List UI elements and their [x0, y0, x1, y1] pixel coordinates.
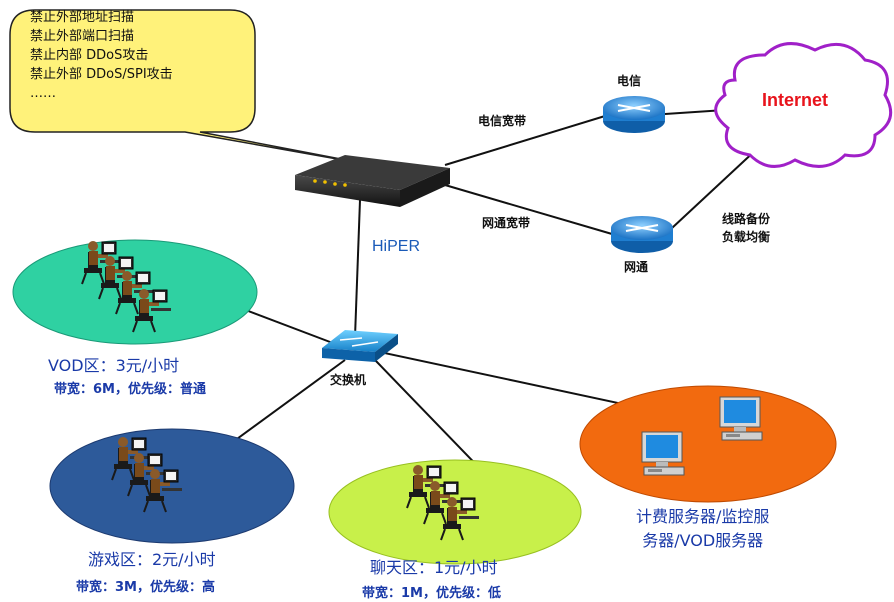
- balance-label: 线路备份 负载均衡: [722, 210, 770, 246]
- vod-zone-title: VOD区：3元/小时: [48, 356, 180, 375]
- callout-line: 禁止外部端口扫描: [30, 29, 135, 44]
- link-hiper-telecom: [444, 115, 606, 166]
- balance-line: 负载均衡: [722, 230, 771, 244]
- hiper-router-icon: [295, 155, 450, 207]
- server-label-line: 计费服务器/监控服: [636, 507, 770, 526]
- game-zone-title: 游戏区：2元/小时: [88, 550, 216, 569]
- telecom-router-icon: [603, 96, 665, 133]
- netcom-label: 网通: [624, 260, 649, 274]
- chat-zone-sub: 带宽：1M，优先级：低: [362, 586, 501, 601]
- internet-cloud: [714, 42, 893, 168]
- telecom-link-label: 电信宽带: [478, 114, 527, 128]
- switch-icon: [322, 330, 398, 362]
- link-switch-server: [379, 351, 661, 413]
- security-callout-text: 禁止外部地址扫描 禁止外部端口扫描 禁止内部 DDoS攻击 禁止外部 DDoS/…: [30, 8, 173, 103]
- server-label: 计费服务器/监控服 务器/VOD服务器: [636, 505, 769, 553]
- game-zone: [49, 428, 295, 544]
- link-netcom-internet: [671, 147, 759, 229]
- callout-line: 禁止外部地址扫描: [30, 10, 135, 25]
- chat-zone-title: 聊天区：1元/小时: [370, 558, 498, 577]
- telecom-label: 电信: [617, 74, 642, 88]
- netcom-link-label: 网通宽带: [482, 216, 531, 230]
- hiper-label: HiPER: [372, 238, 421, 255]
- vod-zone-sub: 带宽：6M，优先级：普通: [54, 382, 206, 397]
- balance-line: 线路备份: [722, 212, 771, 226]
- callout-line: 禁止外部 DDoS/SPI攻击: [30, 67, 173, 82]
- callout-line: ……: [30, 86, 56, 101]
- security-callout: [9, 9, 389, 169]
- server-zone: [579, 385, 837, 503]
- link-hiper-switch: [354, 199, 361, 338]
- server-label-line: 务器/VOD服务器: [642, 531, 764, 550]
- internet-label: Internet: [762, 90, 829, 110]
- switch-label: 交换机: [330, 373, 367, 387]
- netcom-router-icon: [611, 216, 673, 253]
- link-hiper-netcom: [444, 184, 613, 235]
- callout-line: 禁止内部 DDoS攻击: [30, 48, 149, 63]
- game-zone-sub: 带宽：3M，优先级：高: [76, 580, 215, 595]
